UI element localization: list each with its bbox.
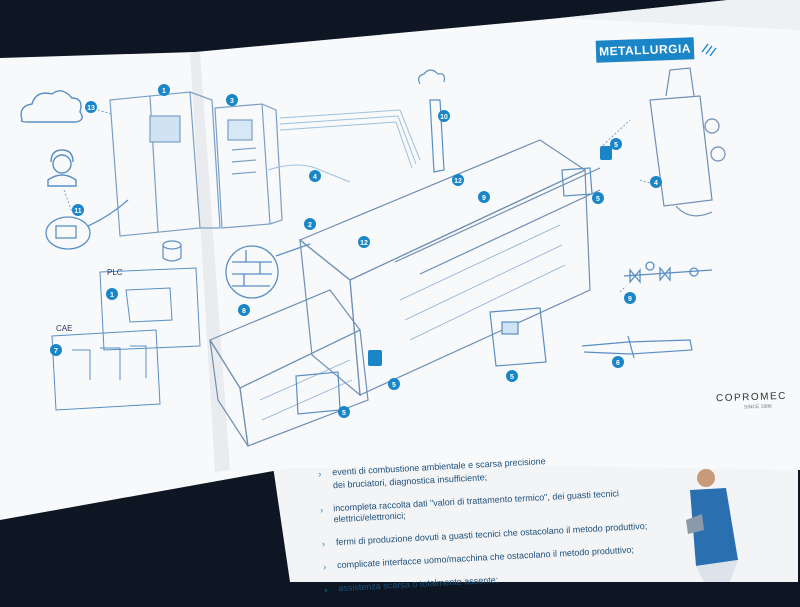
callout-8: 8 [242, 308, 246, 315]
callout-9b: 9 [628, 296, 632, 303]
callout-2: 2 [308, 222, 312, 229]
chevron-icon: › [319, 504, 324, 515]
callout-5d: 5 [596, 196, 600, 203]
scene-svg: 13 1 3 4 2 12 12 9 10 11 1 7 8 5 5 5 5 5… [0, 0, 800, 582]
callout-12b: 12 [454, 178, 462, 185]
operator-icon [47, 149, 77, 187]
gas-valve-train [623, 261, 713, 284]
furnace-details [259, 224, 566, 421]
callout-13: 13 [87, 105, 95, 112]
pipes [267, 109, 421, 183]
cae-label: CAE [56, 324, 73, 333]
chevron-icon: › [321, 538, 326, 549]
furnace-line [209, 139, 601, 447]
leader-lines [63, 107, 661, 293]
callout-5b: 5 [342, 410, 346, 417]
control-cabinet-2 [214, 103, 283, 229]
chevron-icon: › [322, 561, 327, 572]
callout-5a: 5 [392, 382, 396, 389]
callout-3: 3 [230, 98, 234, 105]
page-fold [190, 52, 230, 472]
callout-5c: 5 [510, 374, 514, 381]
bullet-item: ›complicate interfacce uomo/macchina che… [322, 544, 635, 572]
thermocouple-probe [581, 335, 693, 359]
refractory-zoom [225, 243, 311, 299]
bullet-item: ›incompleta raccolta dati "valori di tra… [319, 488, 620, 525]
callout-6: 6 [616, 360, 620, 367]
callout-4a: 4 [313, 174, 317, 181]
cloud-icon [20, 90, 83, 123]
lower-sheet [270, 440, 798, 582]
plc-diagram [99, 267, 201, 351]
chimney [418, 69, 445, 173]
callout-1a: 1 [162, 88, 166, 95]
person-figure [686, 469, 738, 582]
callout-10: 10 [440, 114, 448, 121]
plc-label: PLC [107, 268, 123, 277]
chevron-icon: › [324, 584, 328, 595]
callout-5e: 5 [614, 142, 618, 149]
callout-1b: 1 [110, 292, 114, 299]
remote-assist-icon [45, 199, 129, 250]
bullet-list: ›eventi di combustione ambientale e scar… [318, 451, 655, 607]
callout-7: 7 [54, 348, 58, 355]
callout-11: 11 [74, 208, 82, 215]
hatch-mark [701, 43, 717, 57]
brand-subtitle: SINCE 1986 [743, 403, 772, 411]
chevron-icon: › [318, 468, 322, 479]
bullet-item: ›fermi di produzione dovuti a guasti tec… [321, 520, 648, 549]
callout-12a: 12 [360, 240, 368, 247]
section-title-badge: METALLURGIA [595, 37, 695, 63]
bullet-item: ›assistenza scarsa o totalmente assente; [324, 574, 499, 595]
callout-circles [50, 84, 662, 418]
callout-9a: 9 [482, 195, 486, 202]
callout-4b: 4 [654, 180, 658, 187]
burner-assembly [649, 67, 726, 217]
cae-diagram [51, 329, 161, 411]
callout-numbers: 13 1 3 4 2 12 12 9 10 11 1 7 8 5 5 5 5 5… [54, 88, 658, 417]
sensor-icons [368, 146, 612, 366]
database-icon [162, 240, 182, 262]
